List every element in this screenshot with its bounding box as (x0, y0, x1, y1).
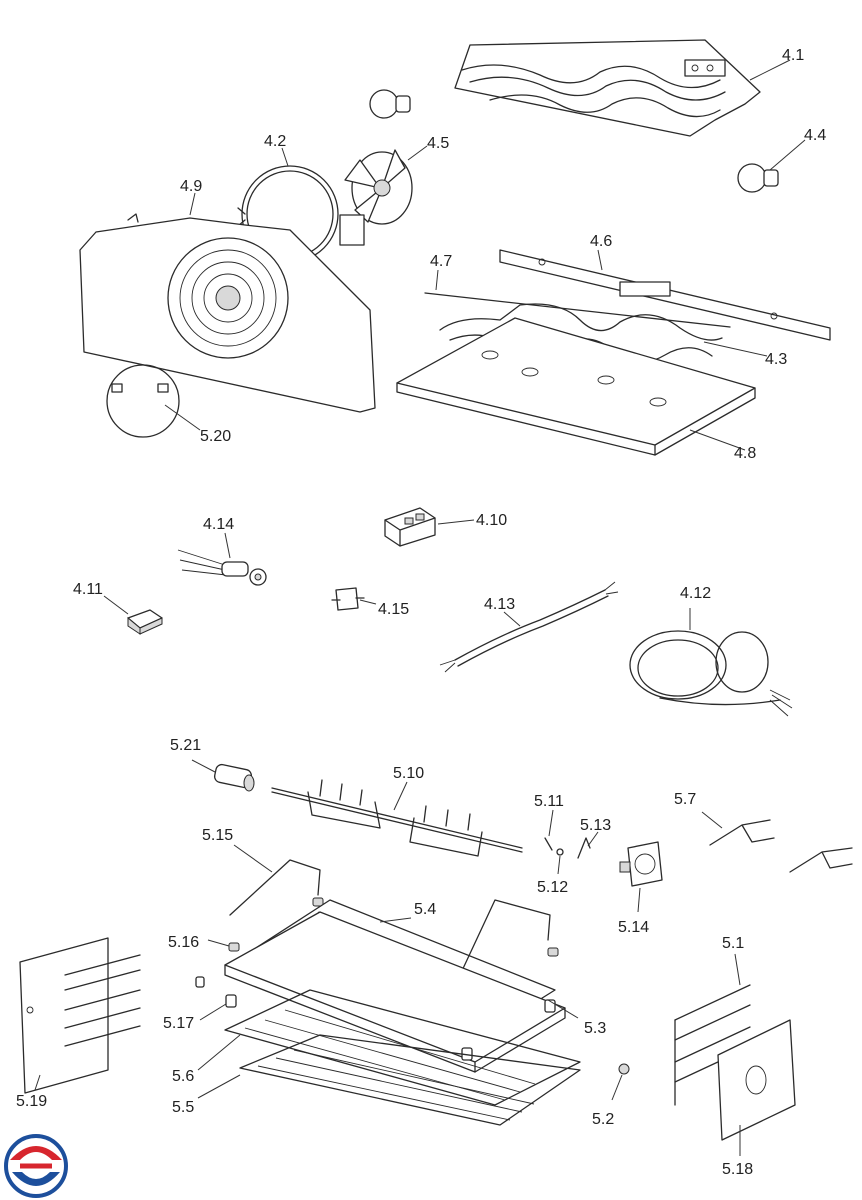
leader-lines (34, 59, 806, 1156)
part-5-18-right-side-panel[interactable] (717, 1019, 796, 1141)
part-5-2-screw[interactable] (618, 1063, 630, 1075)
part-4-14-lamp-holder[interactable] (177, 549, 267, 586)
part-5-3-drip-pan[interactable] (224, 911, 566, 1073)
part-4-9-back-panel[interactable] (79, 213, 376, 413)
label-4-7: 4.7 (430, 253, 452, 270)
label-4-4: 4.4 (804, 127, 826, 144)
label-4-13: 4.13 (484, 596, 515, 613)
label-5-17: 5.17 (163, 1015, 194, 1032)
label-4-9: 4.9 (180, 178, 202, 195)
label-5-6: 5.6 (172, 1068, 194, 1085)
part-5-21-spit-handle[interactable] (213, 763, 255, 792)
label-5-16: 5.16 (168, 934, 199, 951)
part-5-19-left-side-panel[interactable] (19, 937, 141, 1094)
label-4-8: 4.8 (734, 445, 756, 462)
label-4-1: 4.1 (782, 47, 804, 64)
part-4-4-knob[interactable] (737, 163, 779, 193)
label-5-15: 5.15 (202, 827, 233, 844)
part-5-5-wire-shelf[interactable] (239, 1034, 581, 1126)
label-5-11: 5.11 (534, 793, 564, 810)
part-4-5-fan-motor[interactable] (339, 149, 413, 246)
label-5-7: 5.7 (674, 791, 696, 808)
part-5-10-rotisserie-spit[interactable] (271, 779, 523, 857)
part-4-1-top-grill-element[interactable] (454, 39, 761, 137)
part-5-14-rotisserie-motor[interactable] (619, 841, 663, 887)
label-4-14: 4.14 (203, 516, 234, 533)
label-4-15: 4.15 (378, 601, 409, 618)
label-5-5: 5.5 (172, 1099, 194, 1116)
part-4-7-rod[interactable] (424, 292, 731, 328)
part-4-6-bracket-bar[interactable] (499, 249, 831, 341)
label-4-3: 4.3 (765, 351, 787, 368)
part-4-11-terminal-block[interactable] (127, 609, 163, 635)
label-4-12: 4.12 (680, 585, 711, 602)
part-4-10-connector-block[interactable] (384, 507, 436, 547)
brand-logo (4, 1134, 68, 1198)
part-5-12-nut[interactable] (556, 848, 564, 856)
label-5-19: 5.19 (16, 1093, 47, 1110)
part-labels: 4.1 4.2 4.3 4.4 4.5 4.6 4.7 4.8 4.9 4.10… (16, 47, 826, 1178)
label-5-12: 5.12 (537, 879, 568, 896)
label-5-13: 5.13 (580, 817, 611, 834)
part-5-20-seal-ring[interactable] (106, 364, 180, 438)
label-4-10: 4.10 (476, 512, 507, 529)
label-5-14: 5.14 (618, 919, 649, 936)
label-4-5: 4.5 (427, 135, 449, 152)
part-4-12-wiring-harness[interactable] (629, 630, 793, 717)
label-5-4: 5.4 (414, 901, 436, 918)
part-5-11-pin[interactable] (544, 837, 553, 851)
label-5-21: 5.21 (170, 737, 201, 754)
label-5-2: 5.2 (592, 1111, 614, 1128)
label-5-10: 5.10 (393, 765, 424, 782)
part-5-1-right-side-runners[interactable] (674, 984, 751, 1106)
part-5-13-spring-clip[interactable] (577, 837, 591, 859)
part-4-13-cable[interactable] (439, 581, 619, 673)
part-5-7-rack-hooks[interactable] (709, 819, 853, 873)
label-4-6: 4.6 (590, 233, 612, 250)
label-5-18: 5.18 (722, 1161, 753, 1178)
label-5-3: 5.3 (584, 1020, 606, 1037)
label-5-20: 5.20 (200, 428, 231, 445)
label-4-2: 4.2 (264, 133, 286, 150)
part-5-16-feet[interactable] (228, 897, 559, 957)
part-5-15-wire-handle[interactable] (229, 859, 321, 916)
part-4-15-clip[interactable] (331, 587, 365, 611)
part-knob-upper[interactable] (369, 89, 411, 119)
label-5-1: 5.1 (722, 935, 744, 952)
part-4-8-base-tray[interactable] (396, 317, 756, 456)
label-4-11: 4.11 (73, 581, 103, 598)
